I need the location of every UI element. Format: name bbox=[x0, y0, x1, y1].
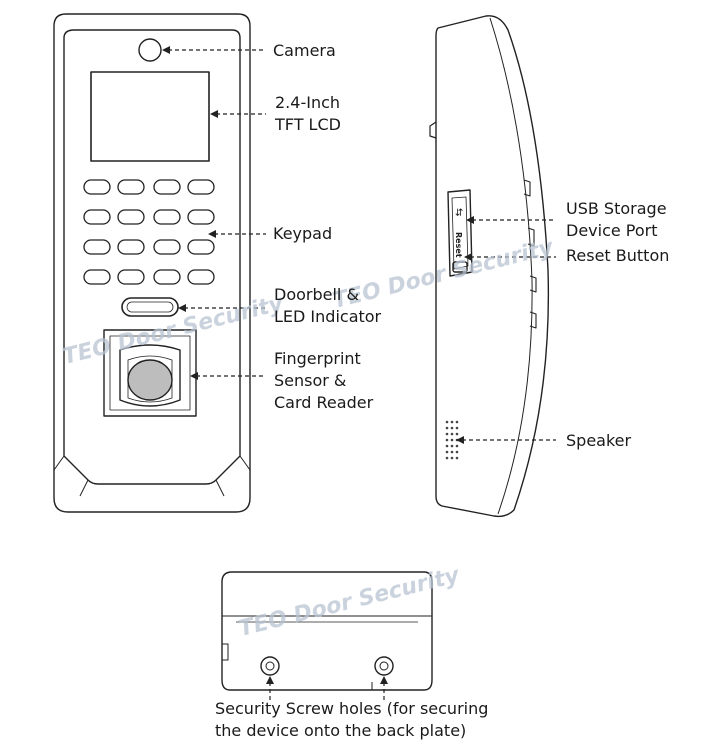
fingerprint-label-line1: Fingerprint bbox=[274, 349, 361, 368]
doorbell-label-line2: LED Indicator bbox=[274, 307, 382, 326]
reset-label: Reset Button bbox=[566, 246, 670, 265]
doorbell-button bbox=[121, 297, 179, 317]
screw-hole-right bbox=[374, 656, 394, 676]
camera-lens bbox=[138, 38, 162, 62]
fingerprint-label-line3: Card Reader bbox=[274, 393, 374, 412]
keypad-label: Keypad bbox=[273, 224, 333, 243]
side-body bbox=[435, 15, 550, 518]
reset-side-text: Reset bbox=[454, 232, 463, 258]
front-inner-bezel bbox=[63, 29, 241, 485]
lcd-label-line1: 2.4-Inch bbox=[275, 93, 341, 112]
front-outer-body bbox=[53, 13, 251, 513]
camera-label: Camera bbox=[273, 41, 336, 60]
screw-label-line1: Security Screw holes (for securing bbox=[215, 699, 489, 718]
bottom-body bbox=[221, 571, 433, 691]
usb-symbol: ⇆ bbox=[453, 208, 464, 216]
fingerprint-sensor bbox=[103, 329, 197, 417]
screw-hole-left bbox=[260, 656, 280, 676]
keypad bbox=[83, 179, 215, 285]
lcd-label-line2: TFT LCD bbox=[275, 115, 341, 134]
lcd-screen bbox=[90, 71, 210, 162]
front-view bbox=[53, 13, 251, 513]
reset-button bbox=[452, 261, 468, 273]
side-view bbox=[429, 15, 550, 518]
fingerprint-label-line2: Sensor & bbox=[274, 371, 347, 390]
screw-label-line2: the device onto the back plate) bbox=[215, 721, 467, 740]
bottom-view bbox=[221, 571, 433, 691]
doorbell-label-line1: Doorbell & bbox=[274, 285, 359, 304]
usb-label-line1: USB Storage bbox=[566, 199, 667, 218]
speaker-label: Speaker bbox=[566, 431, 632, 450]
usb-label-line2: Device Port bbox=[566, 221, 658, 240]
usb-port bbox=[447, 189, 473, 277]
